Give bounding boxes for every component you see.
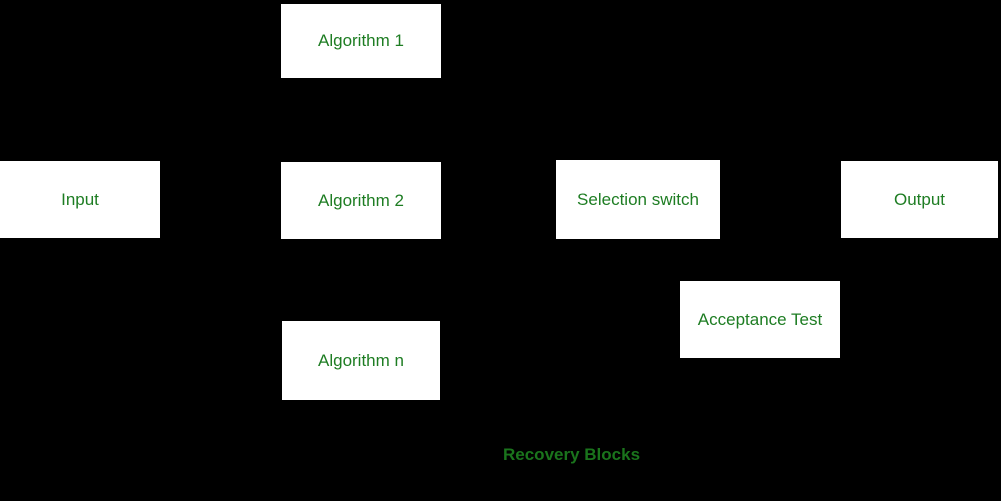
block-selection-switch: Selection switch bbox=[556, 160, 720, 239]
block-algorithm-2-label: Algorithm 2 bbox=[318, 190, 404, 210]
block-output-label: Output bbox=[893, 189, 946, 209]
block-acceptance-test: Acceptance Test bbox=[680, 281, 840, 358]
block-input-label: Input bbox=[61, 189, 99, 209]
block-algorithm-2: Algorithm 2 bbox=[281, 162, 441, 239]
block-output: Output bbox=[841, 161, 998, 238]
block-algorithm-n: Algorithm n bbox=[282, 321, 440, 400]
block-selection-switch-label: Selection switch bbox=[577, 189, 699, 209]
block-acceptance-test-label: Acceptance Test bbox=[697, 309, 823, 329]
block-input: Input bbox=[0, 161, 160, 238]
diagram-caption: Recovery Blocks bbox=[503, 445, 641, 464]
block-algorithm-n-label: Algorithm n bbox=[318, 350, 404, 370]
block-algorithm-1-label: Algorithm 1 bbox=[318, 31, 404, 50]
block-algorithm-1: Algorithm 1 bbox=[281, 4, 441, 78]
